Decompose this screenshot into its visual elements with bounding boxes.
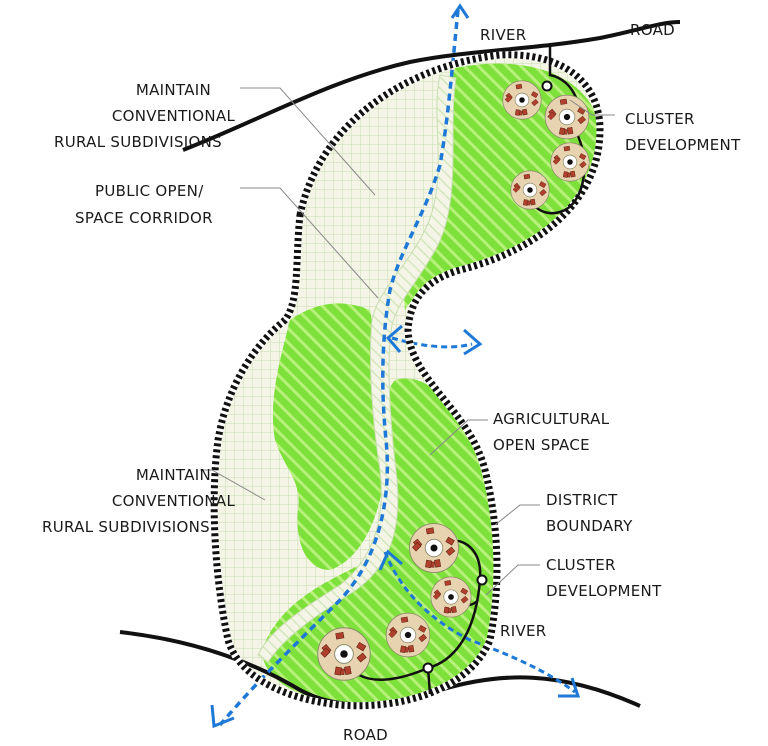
label-cluster-bottom: CLUSTER DEVELOPMENT	[546, 556, 662, 600]
trail-arrow-bottom	[558, 677, 581, 698]
cluster-top-3	[550, 142, 590, 182]
district-boundary-dashes	[210, 51, 604, 710]
agricultural-open-space-bottom	[262, 378, 495, 704]
corridor-crossing-arrow-left	[385, 324, 403, 353]
label-river-top: RIVER	[480, 26, 527, 44]
label-public-open-space: PUBLIC OPEN/ SPACE CORRIDOR	[75, 182, 213, 227]
label-agricultural: AGRICULTURAL OPEN SPACE	[493, 410, 614, 454]
leader-lines	[200, 87, 615, 596]
corridor-crossing-arrow-right	[463, 328, 483, 356]
cluster-top-4	[510, 170, 550, 210]
river-arrow-top	[450, 3, 470, 19]
label-road-top: ROAD	[630, 21, 675, 39]
public-open-space-corridor	[257, 74, 457, 663]
label-maintain-top: MAINTAIN CONVENTIONAL RURAL SUBDIVISIONS	[54, 81, 240, 151]
agricultural-open-space-middle	[272, 303, 385, 570]
trail-arrow-top	[378, 549, 403, 571]
river-line	[218, 9, 460, 727]
corridor-crossing-path	[391, 336, 473, 349]
road-junction-right	[476, 574, 488, 586]
road-junction-bottom	[422, 662, 434, 674]
road-junction-top	[541, 80, 553, 92]
cluster-top-2	[544, 94, 590, 140]
label-cluster-top: CLUSTER DEVELOPMENT	[625, 110, 741, 154]
label-river-bottom: RIVER	[500, 622, 547, 640]
trail-path	[383, 551, 576, 694]
cluster-bottom-3	[385, 612, 431, 658]
cluster-top-1	[502, 80, 542, 120]
label-district-boundary: DISTRICT BOUNDARY	[546, 491, 633, 535]
label-road-bottom: ROAD	[343, 726, 388, 744]
label-maintain-bottom: MAINTAIN CONVENTIONAL RURAL SUBDIVISIONS	[42, 466, 240, 536]
river-arrow-bottom	[210, 704, 235, 729]
road-top	[182, 20, 681, 152]
cluster-bottom-2	[430, 576, 472, 618]
cluster-bottom-4	[317, 627, 371, 681]
cluster-bottom-1	[409, 523, 459, 573]
